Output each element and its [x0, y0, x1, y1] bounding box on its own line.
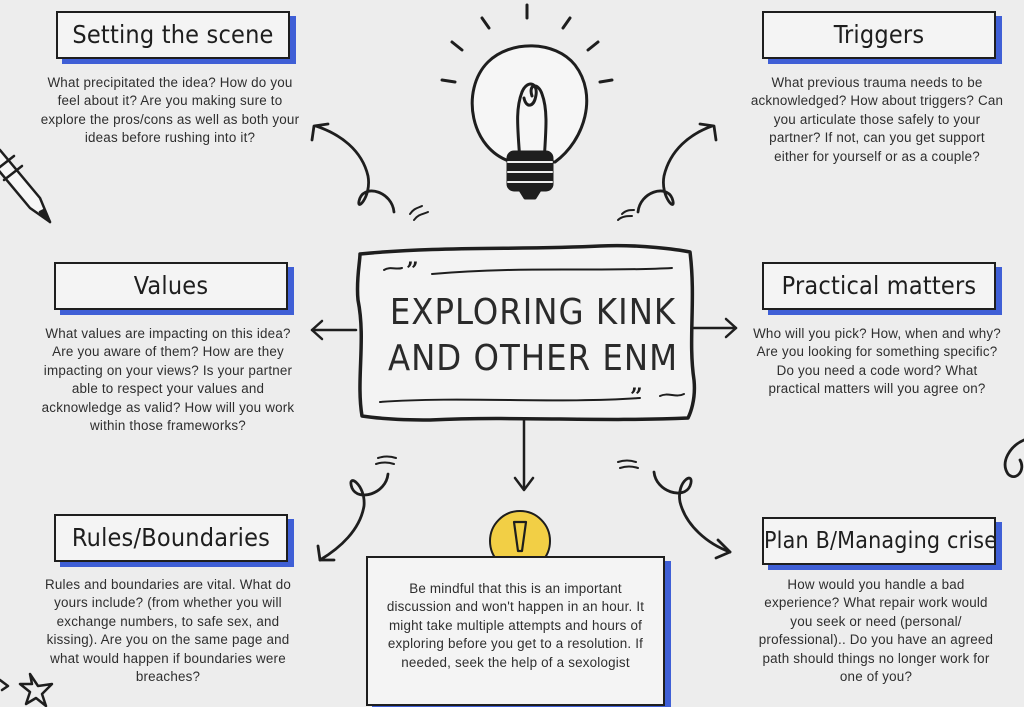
svg-text:”: ” — [630, 384, 643, 410]
swirl-arrow-icon — [310, 122, 1024, 562]
practical-matters-text: Who will you pick? How, when and why? Ar… — [753, 326, 1001, 397]
rules-boundaries-text: Rules and boundaries are vital. What do … — [45, 577, 291, 685]
setting-scene-title: Setting the scene — [56, 11, 290, 59]
plan-b-title: Plan B/Managing crises — [762, 517, 996, 565]
svg-text:”: ” — [406, 258, 419, 284]
center-title-line1: EXPLORING KINK — [389, 292, 677, 333]
plan-b-text: How would you handle a bad experience? W… — [758, 577, 994, 685]
triggers-title: Triggers — [762, 11, 996, 59]
bottom-note-text: Be mindful that this is an important dis… — [386, 581, 645, 670]
arrow-left — [310, 319, 358, 341]
triggers-text: What previous trauma needs to be acknowl… — [750, 75, 1004, 164]
pencil-icon — [0, 148, 52, 224]
center-title-line2: AND OTHER ENM — [387, 338, 679, 379]
center-frame — [355, 243, 697, 422]
star-icon — [0, 672, 54, 707]
arrow-right — [692, 317, 738, 339]
setting-scene-text: What precipitated the idea? How do you f… — [40, 75, 300, 146]
bottom-note-box: Be mindful that this is an important dis… — [366, 556, 665, 706]
rules-boundaries-title: Rules/Boundaries — [54, 514, 288, 562]
practical-matters-title: Practical matters — [762, 262, 996, 310]
values-text: What values are impacting on this idea? … — [41, 326, 295, 434]
lightbulb-icon — [440, 3, 614, 200]
center-title: EXPLORING KINK AND OTHER ENM — [368, 290, 698, 382]
values-title: Values — [54, 262, 288, 310]
arrow-down — [513, 418, 535, 492]
